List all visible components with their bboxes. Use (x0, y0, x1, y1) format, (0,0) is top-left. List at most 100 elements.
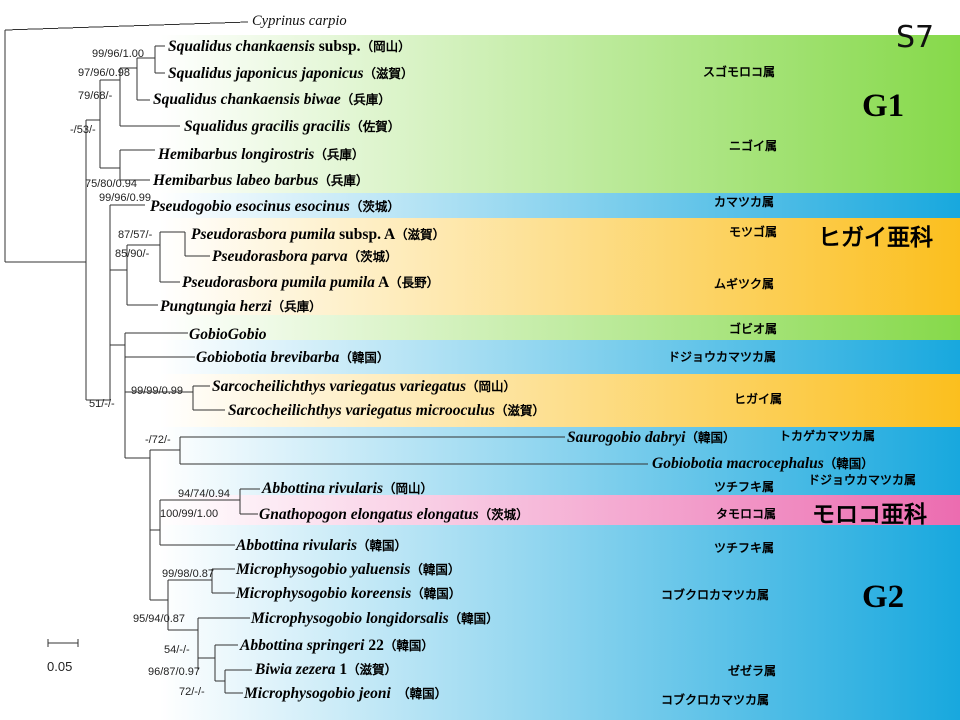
taxon-name: Squalidus chankaensis biwae (153, 91, 341, 108)
support-node-saurogobio: -/72/- (145, 434, 171, 446)
taxon-locality: （茨城） (350, 199, 400, 214)
taxon-saurogobio-dabryi: Saurogobio dabryi（韓国） (567, 429, 735, 446)
taxon-abbottina-springeri: Abbottina springeri 22（韓国） (239, 637, 434, 654)
taxon-locality: （岡山） (361, 39, 411, 54)
taxon-suffix: subsp. (315, 38, 361, 55)
taxon-locality: （韓国） (685, 430, 735, 445)
support-node-hemibarbus: 75/80/0.94 (85, 178, 137, 190)
taxon-squalidus-chankaensis-biwae: Squalidus chankaensis biwae（兵庫） (153, 91, 391, 108)
taxon-pseudorasbora-parva: Pseudorasbora parva（茨城） (212, 248, 398, 265)
genus-tsuchifuki-2: ツチフキ属 (714, 541, 774, 555)
genus-tsuchifuki-1: ツチフキ属 (714, 480, 774, 494)
taxon-name: Gobiobotia brevibarba (196, 349, 340, 366)
taxon-pseudorasbora-pumila-pumila-a: Pseudorasbora pumila pumila A（長野） (182, 274, 439, 291)
subfamily-label-higai: ヒガイ亜科 (818, 225, 933, 251)
taxon-name: Pseudogobio esocinus esocinus (150, 198, 350, 215)
taxon-microphysogobio-longidorsalis: Microphysogobio longidorsalis（韓国） (250, 610, 499, 627)
taxon-sarcocheilichthys-variegatus: Sarcocheilichthys variegatus variegatus（… (212, 378, 516, 395)
genus-dojoukamatsuka-2: ドジョウカマツカ属 (808, 473, 916, 487)
support-node-jeoni: 72/-/- (179, 686, 205, 698)
taxon-locality: （兵庫） (272, 299, 322, 314)
taxon-microphysogobio-yaluensis: Microphysogobio yaluensis（韓国） (235, 561, 460, 578)
support-node-pseudorasbora-a: 87/57/- (118, 229, 153, 241)
taxon-locality: （韓国） (384, 638, 434, 653)
support-node-pseudogobio: 99/96/0.99 (99, 192, 151, 204)
taxon-pseudogobio-esocinus: Pseudogobio esocinus esocinus（茨城） (150, 198, 400, 215)
outgroup-label: Cyprinus carpio (252, 13, 347, 29)
taxon-pseudorasbora-pumila-subsp-a: Pseudorasbora pumila subsp. A（滋賀） (191, 226, 445, 243)
genus-tamoroko: タモロコ属 (716, 507, 776, 521)
support-node-squalidus-a: 99/96/1.00 (92, 48, 144, 60)
support-node-biwia: 96/87/0.97 (148, 666, 200, 678)
scale-bar-label: 0.05 (47, 659, 72, 674)
taxon-squalidus-chankaensis-subsp: Squalidus chankaensis subsp.（岡山） (168, 38, 411, 55)
taxon-locality: （岡山） (383, 481, 433, 496)
taxon-locality: （茨城） (348, 249, 398, 264)
group-label-g1: G1 (862, 88, 904, 124)
taxon-name: Squalidus japonicus japonicus (168, 65, 364, 82)
taxon-name: Sarcocheilichthys variegatus microoculus (228, 402, 495, 419)
taxon-name: Microphysogobio koreensis (235, 585, 411, 602)
band-dojoukamatsuka (160, 340, 960, 374)
genus-mugitsuku: ムギツク属 (714, 276, 774, 291)
taxon-name: Gnathopogon elongatus elongatus (259, 506, 479, 523)
taxon-name: Pseudorasbora parva (212, 248, 348, 265)
taxon-name: Sarcocheilichthys variegatus variegatus (212, 378, 466, 395)
taxon-name: Biwia zezera (254, 661, 336, 678)
taxon-name: Saurogobio dabryi (567, 429, 686, 446)
taxon-locality: （韓国） (411, 586, 461, 601)
taxon-suffix: 1 (336, 661, 348, 678)
taxon-name: Hemibarbus longirostris (157, 146, 314, 163)
support-node-squalidus-c: 79/68/- (78, 90, 113, 102)
taxon-name: Abbottina rivularis (235, 537, 357, 554)
group-label-g2: G2 (862, 579, 904, 615)
taxon-name: Abbottina springeri (239, 637, 365, 654)
support-node-sarcocheilichthys: 99/99/0.99 (131, 385, 183, 397)
taxon-name: Gobiobotia macrocephalus (652, 455, 824, 472)
genus-kobukurokamatsuka-2: コブクロカマツカ属 (661, 692, 769, 707)
taxon-locality: （韓国） (824, 456, 874, 471)
taxon-microphysogobio-koreensis: Microphysogobio koreensis（韓国） (235, 585, 461, 602)
support-values: 99/96/1.00 97/96/0.98 79/68/- -/53/- 75/80/0… (70, 48, 230, 698)
taxon-gobiobotia-macrocephalus: Gobiobotia macrocephalus（韓国） (652, 455, 874, 472)
taxon-suffix: subsp. A (335, 226, 396, 243)
taxon-locality: （茨城） (479, 507, 529, 522)
support-node-g2-inner: 100/99/1.00 (160, 508, 218, 520)
taxon-name: GobioGobio (189, 326, 267, 343)
genus-gobio: ゴビオ属 (729, 321, 777, 336)
taxon-name: Microphysogobio longidorsalis (250, 610, 449, 627)
taxon-locality: （佐賀） (350, 119, 400, 134)
taxon-gobio-gobio: GobioGobio (189, 326, 267, 343)
genus-zezera: ゼゼラ属 (728, 663, 776, 678)
genus-sugomoroko: スゴモロコ属 (703, 64, 775, 79)
taxon-locality: （滋賀） (495, 403, 545, 418)
support-node-squalidus-b: 97/96/0.98 (78, 67, 130, 79)
taxon-squalidus-japonicus: Squalidus japonicus japonicus（滋賀） (168, 65, 414, 82)
taxon-microphysogobio-jeoni: Microphysogobio jeoni （韓国） (243, 685, 447, 702)
taxon-locality: （韓国） (357, 538, 407, 553)
taxon-pungtungia-herzi: Pungtungia herzi（兵庫） (160, 298, 322, 315)
genus-nigoi: ニゴイ属 (729, 138, 777, 153)
support-node-g1-squalidus-hemibarbus: -/53/- (70, 124, 96, 136)
taxon-name: Microphysogobio yaluensis (235, 561, 410, 578)
taxon-abbottina-rivularis-korea: Abbottina rivularis（韓国） (235, 537, 407, 554)
tree-branches (4, 21, 648, 694)
taxon-locality: （韓国） (449, 611, 499, 626)
taxon-locality: （兵庫） (341, 92, 391, 107)
support-node-microphysogobio-b: 95/94/0.87 (133, 613, 185, 625)
genus-kamatsuka: カマツカ属 (714, 195, 774, 209)
taxon-name: Hemibarbus labeo barbus (152, 172, 318, 189)
taxon-locality: （兵庫） (314, 147, 364, 162)
taxon-locality: （滋賀） (395, 227, 445, 242)
taxon-name: Squalidus gracilis gracilis (184, 118, 350, 135)
genus-dojoukamatsuka-1: ドジョウカマツカ属 (668, 350, 776, 364)
taxon-abbottina-rivularis-okayama: Abbottina rivularis（岡山） (261, 480, 433, 497)
scale-bar: 0.05 (47, 639, 79, 674)
taxon-gobiobotia-brevibarba: Gobiobotia brevibarba（韓国） (196, 349, 389, 366)
band-kamatsuka (160, 193, 960, 218)
taxon-suffix: 22 (364, 637, 384, 654)
taxon-hemibarbus-labeo: Hemibarbus labeo barbus（兵庫） (152, 172, 368, 189)
band-higai-subfamily (160, 218, 960, 315)
taxon-biwia-zezera: Biwia zezera 1（滋賀） (254, 661, 397, 678)
